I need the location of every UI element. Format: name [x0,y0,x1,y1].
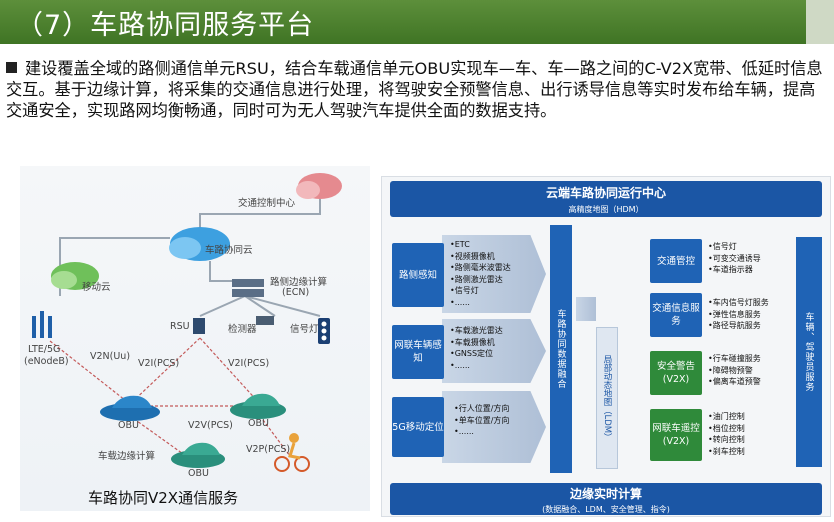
list-item: 车载摄像机 [450,337,503,349]
label-edge-compute: 路侧边缘计算 [270,277,328,288]
label-traffic-center: 交通控制中心 [238,198,296,209]
network-lines [32,173,342,472]
list-item: 路侧激光雷达 [450,274,511,286]
label-lte: LTE/5G [28,344,61,355]
label-rsu: RSU [170,321,190,332]
vehicle-driver-service-column: 车辆、驾驶员服务 [796,237,822,467]
label-v2v: V2V(PCS) [188,420,233,431]
list-item: 行车碰撞服务 [708,353,761,365]
label-v2p: V2P(PCS) [246,444,291,455]
list-item: 路侧毫米波雷达 [450,262,511,274]
list-item: ...... [450,297,511,309]
bullet-paragraph: 建设覆盖全域的路侧通信单元RSU，结合车载通信单元OBU实现车—车、车—路之间的… [6,58,826,121]
hdm-label: 高精度地图（HDM） [568,205,644,214]
list-item: 单车位置/方向 [454,415,510,427]
list-item: 弹性信息服务 [708,309,769,321]
label-mobile-cloud: 移动云 [82,282,111,293]
service-remote-control: 网联车遥控(V2X) [650,409,702,461]
label-obu-2: OBU [248,418,269,429]
cloud-center-bar: 云端车路协同运行中心 高精度地图（HDM） [390,181,822,217]
list-item: ...... [450,360,503,372]
service-safety-warning: 安全警告(V2X) [650,351,702,395]
bullet-text: 建设覆盖全域的路侧通信单元RSU，结合车载通信单元OBU实现车—车、车—路之间的… [6,59,823,120]
label-signal: 信号灯 [290,324,319,335]
label-detector: 检测器 [228,324,257,335]
service-traffic-control: 交通管控 [650,239,702,283]
roadside-items: ETC 视频摄像机 路侧毫米波雷达 路侧激光雷达 信号灯 ...... [450,239,511,308]
label-vehicle-edge: 车载边缘计算 [98,451,156,462]
traffic-center-cloud [296,173,342,199]
list-item: 信号灯 [450,285,511,297]
input-vehicle-sensing: 网联车辆感知 [392,325,444,379]
input-5g-positioning: 5G移动定位 [392,397,444,457]
list-item: 信号灯 [708,241,761,253]
platform-architecture-diagram: 云端车路协同运行中心 高精度地图（HDM） 路侧感知 ETC 视频摄像机 路侧毫… [381,176,831,517]
cloud-center-title: 云端车路协同运行中心 [545,186,666,200]
title-accent-stripe [806,0,834,44]
traffic-info-items: 车内信号灯服务 弹性信息服务 路径导航服务 [708,297,769,332]
label-v2i-left: V2I(PCS) [138,358,180,369]
list-item: 障碍物预警 [708,365,761,377]
edge-compute-title: 边缘实时计算 [569,487,642,501]
label-obu-1: OBU [118,420,139,431]
vehicle-items: 车载激光雷达 车载摄像机 GNSS定位 ...... [450,325,503,371]
list-item: 车内信号灯服务 [708,297,769,309]
list-item: ...... [454,426,509,438]
input-roadside-sensing: 路侧感知 [392,243,444,307]
edge-compute-bar: 边缘实时计算 (数据融合、LDM、安全管理、指令) [390,483,822,515]
list-item: ETC [450,239,511,251]
list-item: 刹车控制 [708,446,745,458]
list-item: 路径导航服务 [708,320,769,332]
label-v2i-right: V2I(PCS) [228,358,270,369]
safety-warning-items: 行车碰撞服务 障碍物预警 偏离车道预警 [708,353,761,388]
bullet-square-icon [6,62,17,73]
list-item: 视频摄像机 [450,251,511,263]
label-v2n: V2N(Uu) [90,351,131,362]
list-item: 转向控制 [708,434,745,446]
remote-control-items: 油门控制 档位控制 转向控制 刹车控制 [708,411,745,457]
service-traffic-info: 交通信息服务 [650,293,702,337]
label-coop-cloud: 车路协同云 [205,245,253,256]
list-item: 车载激光雷达 [450,325,503,337]
list-item: 档位控制 [708,423,745,435]
connector-arrow [576,297,596,321]
data-fusion-column: 车路协同数据融合 [550,225,572,473]
list-item: 偏离车道预警 [708,376,761,388]
list-item: 可变交通诱导 [708,253,761,265]
list-item: 油门控制 [708,411,745,423]
traffic-control-items: 信号灯 可变交通诱导 车道指示器 [708,241,761,276]
edge-compute-sub: (数据融合、LDM、安全管理、指令) [542,505,670,514]
v2x-network-diagram: 交通控制中心 车路协同云 移动云 路侧边缘计算 (ECN) RSU 检测器 信号… [20,166,370,511]
label-obu-3: OBU [188,468,209,479]
list-item: 行人位置/方向 [454,403,510,415]
slide-title-bar: （7）车路协同服务平台 [0,0,834,44]
label-enodeb: (eNodeB) [24,356,69,367]
5g-items: 行人位置/方向 单车位置/方向 ...... [454,403,510,438]
label-ecn: (ECN) [282,287,310,298]
slide-title: （7）车路协同服务平台 [16,10,315,41]
list-item: GNSS定位 [450,348,503,360]
ldm-column: 局部动态地图（LDM） [596,327,618,469]
list-item: 车道指示器 [708,264,761,276]
left-diagram-caption: 车路协同V2X通信服务 [88,489,239,507]
